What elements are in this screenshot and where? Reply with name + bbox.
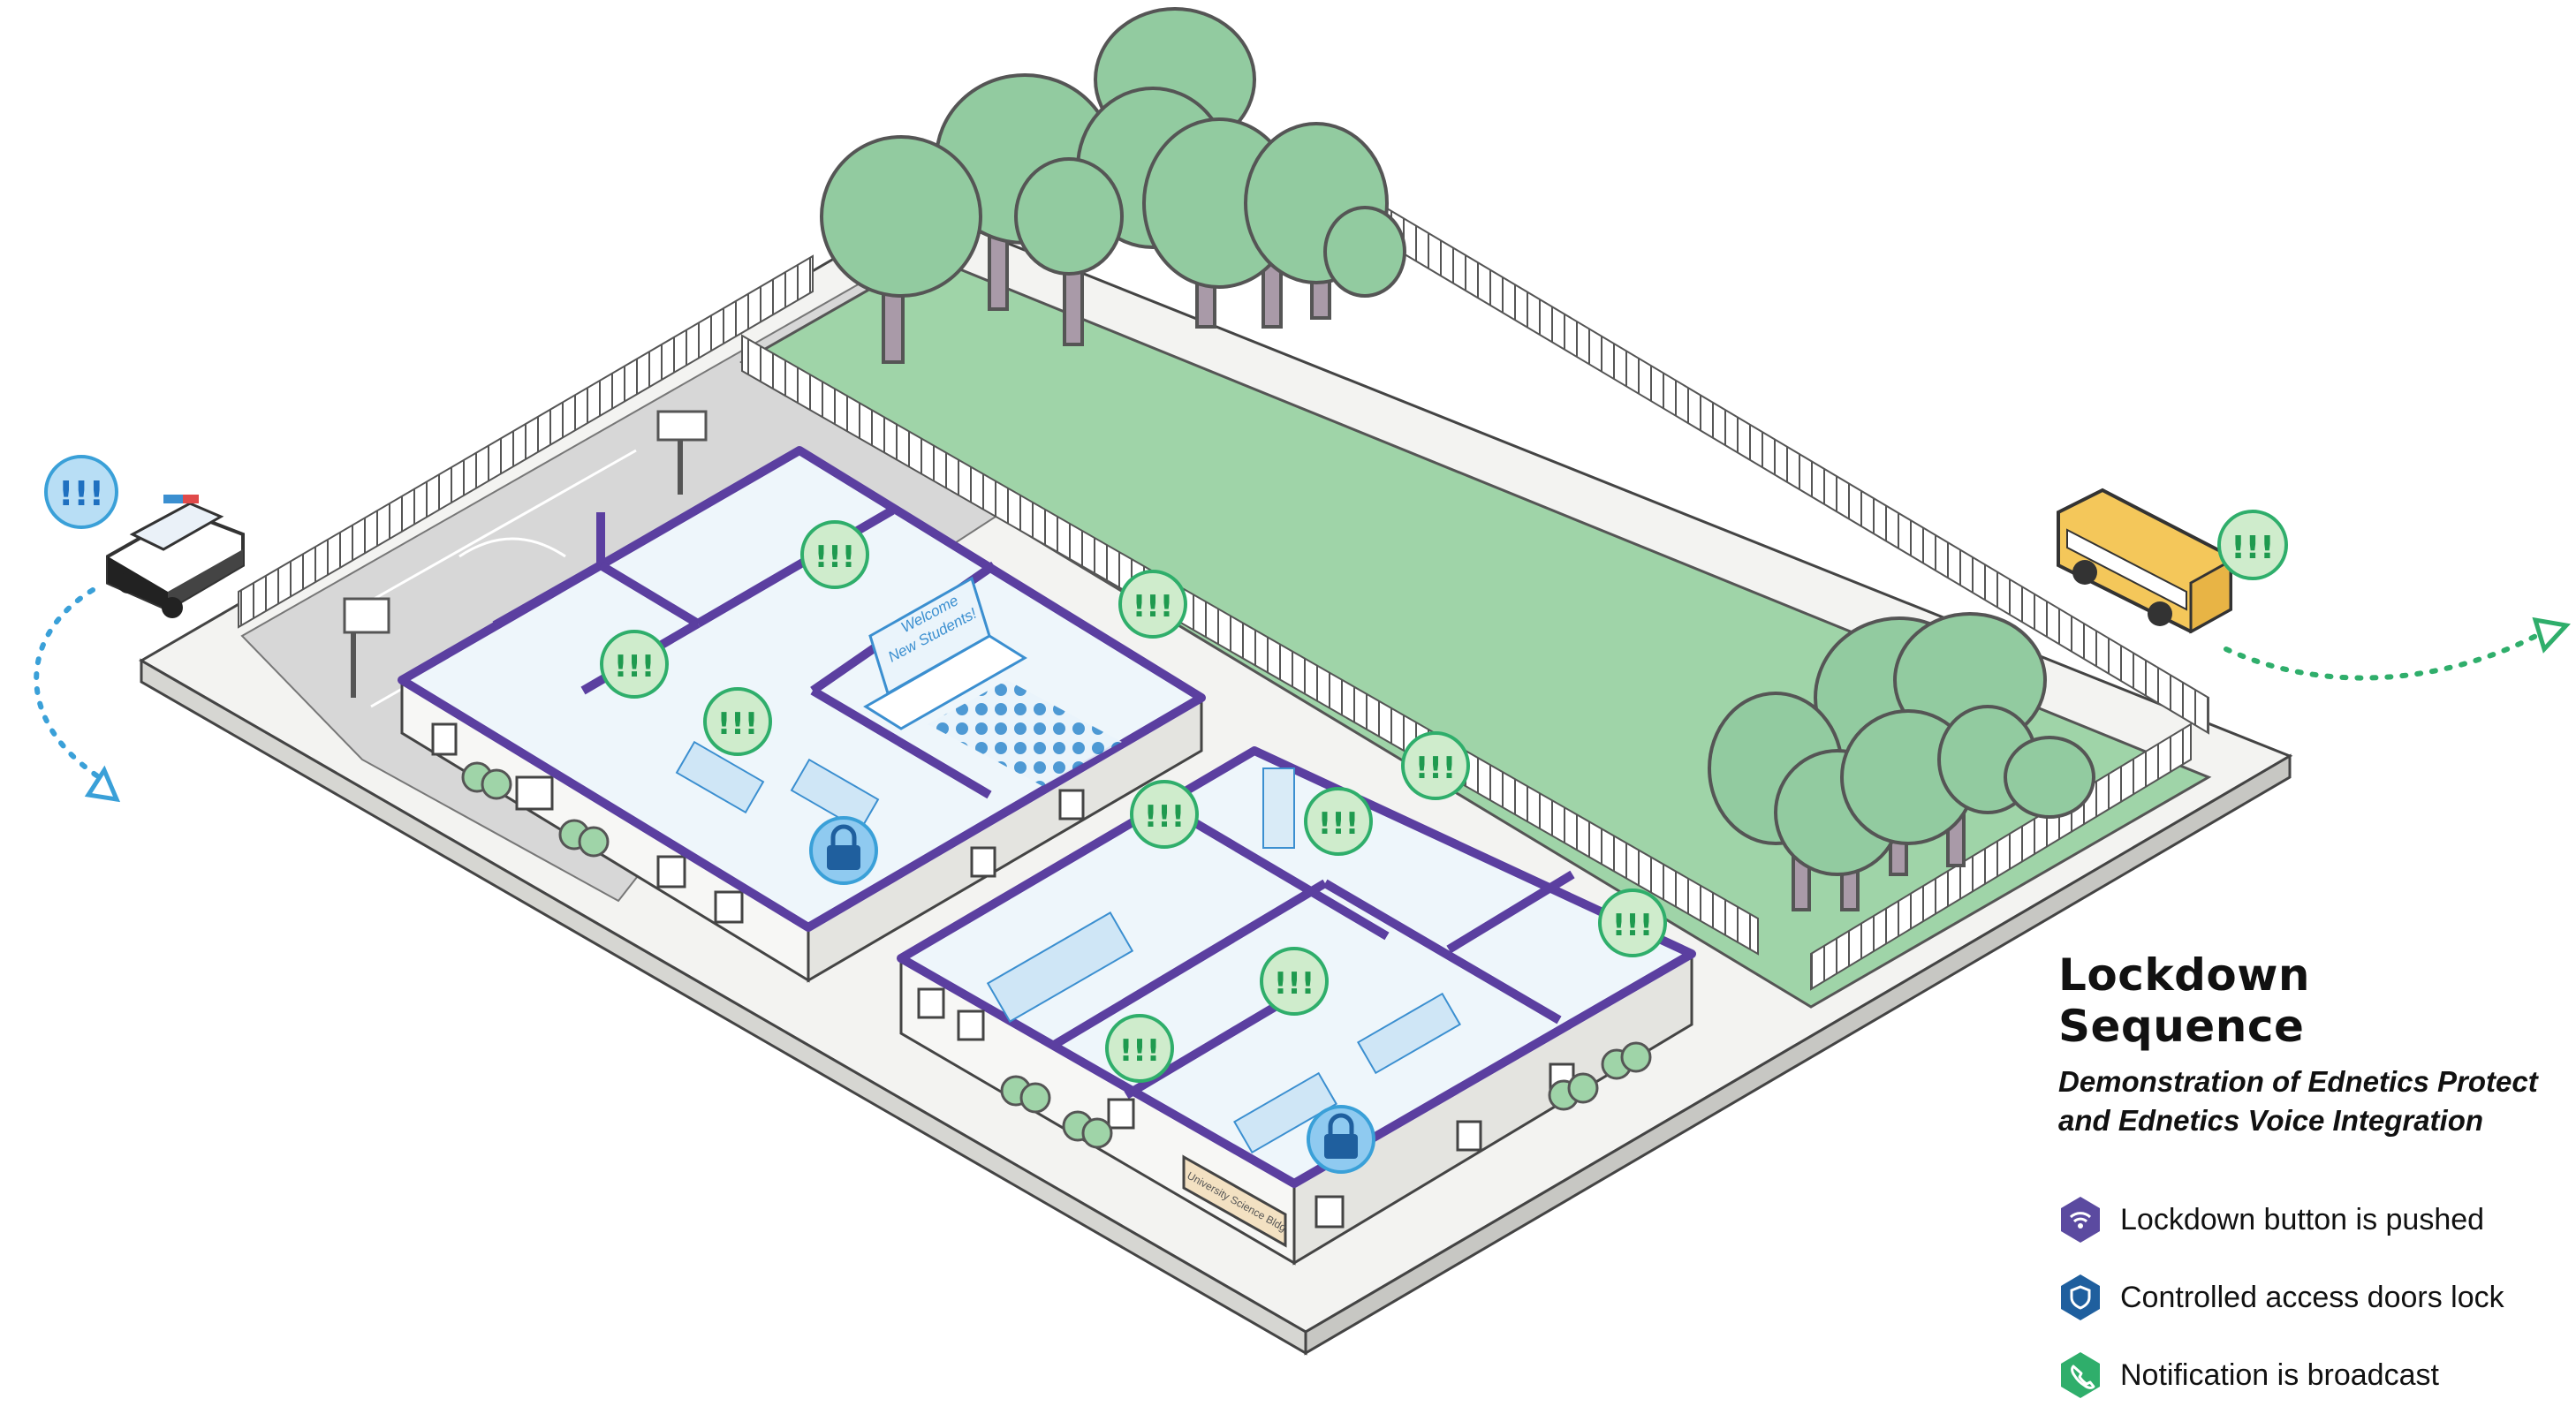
- police-car: [106, 495, 245, 618]
- bus-path: [2224, 629, 2547, 681]
- classrooms: Welcome New Students!: [675, 576, 1122, 832]
- legend-item-broadcast: Notification is broadcast: [2058, 1336, 2553, 1414]
- bus-path-arrow: [2532, 616, 2571, 654]
- auditorium-seating: [928, 680, 1122, 786]
- alert-room-2-text: !!!: [1133, 589, 1174, 624]
- alert-room-5-text: !!!: [1415, 751, 1457, 786]
- alert-room-3-text: !!!: [614, 649, 655, 684]
- legend-subtitle-line2: and Ednetics Voice Integration: [2058, 1104, 2484, 1137]
- tree-cluster-back: [820, 7, 1406, 364]
- lock-door-science: [1307, 1105, 1375, 1174]
- alert-police: !!!: [44, 455, 118, 529]
- welcome-sign-panel: [868, 576, 991, 696]
- alert-room-6-text: !!!: [1144, 799, 1186, 835]
- legend-item-lockdown: Lockdown button is pushed: [2058, 1181, 2553, 1259]
- building-main-windows: [431, 722, 1085, 924]
- bushes-main: [461, 761, 610, 858]
- building-main: Welcome New Students!: [398, 446, 1206, 983]
- police-path-arrow: [84, 765, 121, 803]
- alert-room-4-text: !!!: [717, 707, 759, 742]
- legend-label-broadcast: Notification is broadcast: [2120, 1357, 2439, 1392]
- classroom-desks-b: [790, 758, 880, 832]
- alert-room-7: !!!: [1304, 787, 1373, 856]
- legend-subtitle-line1: Demonstration of Ednetics Protect: [2058, 1065, 2538, 1098]
- alert-room-10-text: !!!: [1119, 1033, 1161, 1069]
- alert-room-7-text: !!!: [1318, 806, 1360, 842]
- alert-room-3: !!!: [600, 630, 669, 699]
- campus-illustration: Welcome New Students!: [34, 7, 2571, 1356]
- lot-slab-edge-right: [1304, 753, 2292, 1356]
- alert-room-1: !!!: [800, 520, 869, 589]
- bushes-science: [1000, 1041, 1652, 1149]
- phone-icon: [2061, 1352, 2100, 1398]
- labs: [986, 767, 1461, 1154]
- legend: Lockdown Sequence Demonstration of Ednet…: [2058, 949, 2553, 1414]
- alert-bus: !!!: [2217, 510, 2288, 580]
- building-science-windows: [917, 987, 1575, 1229]
- police-path: [34, 587, 109, 784]
- alert-room-5: !!!: [1401, 731, 1470, 800]
- legend-list: Lockdown button is pushed Controlled acc…: [2058, 1181, 2553, 1414]
- alert-room-9: !!!: [1260, 947, 1329, 1016]
- fence-left: [238, 254, 814, 629]
- alert-room-2: !!!: [1118, 570, 1187, 639]
- alert-room-6: !!!: [1130, 780, 1199, 849]
- legend-item-doors: Controlled access doors lock: [2058, 1259, 2553, 1336]
- legend-title: Lockdown Sequence: [2058, 949, 2311, 1052]
- alert-room-10: !!!: [1105, 1014, 1174, 1083]
- alert-police-text: !!!: [58, 474, 104, 513]
- shield-icon: [2061, 1274, 2100, 1320]
- fence-front-field: [1810, 722, 2192, 991]
- wifi-icon: [2061, 1197, 2100, 1243]
- alert-room-8: !!!: [1598, 888, 1667, 957]
- legend-label-lockdown: Lockdown button is pushed: [2120, 1202, 2485, 1236]
- alert-room-8-text: !!!: [1612, 908, 1654, 943]
- classroom-desks-a: [675, 740, 765, 814]
- tree-cluster-field: [1708, 612, 2095, 911]
- school-bus: [2057, 488, 2232, 634]
- alert-room-1-text: !!!: [814, 540, 856, 575]
- basketball-hoop-back: [656, 410, 708, 495]
- alert-room-4: !!!: [703, 687, 772, 756]
- alert-room-9-text: !!!: [1274, 966, 1315, 1002]
- legend-label-doors: Controlled access doors lock: [2120, 1280, 2504, 1314]
- alert-bus-text: !!!: [2231, 530, 2274, 566]
- basketball-hoop-front: [343, 597, 390, 698]
- lock-door-main: [809, 816, 878, 885]
